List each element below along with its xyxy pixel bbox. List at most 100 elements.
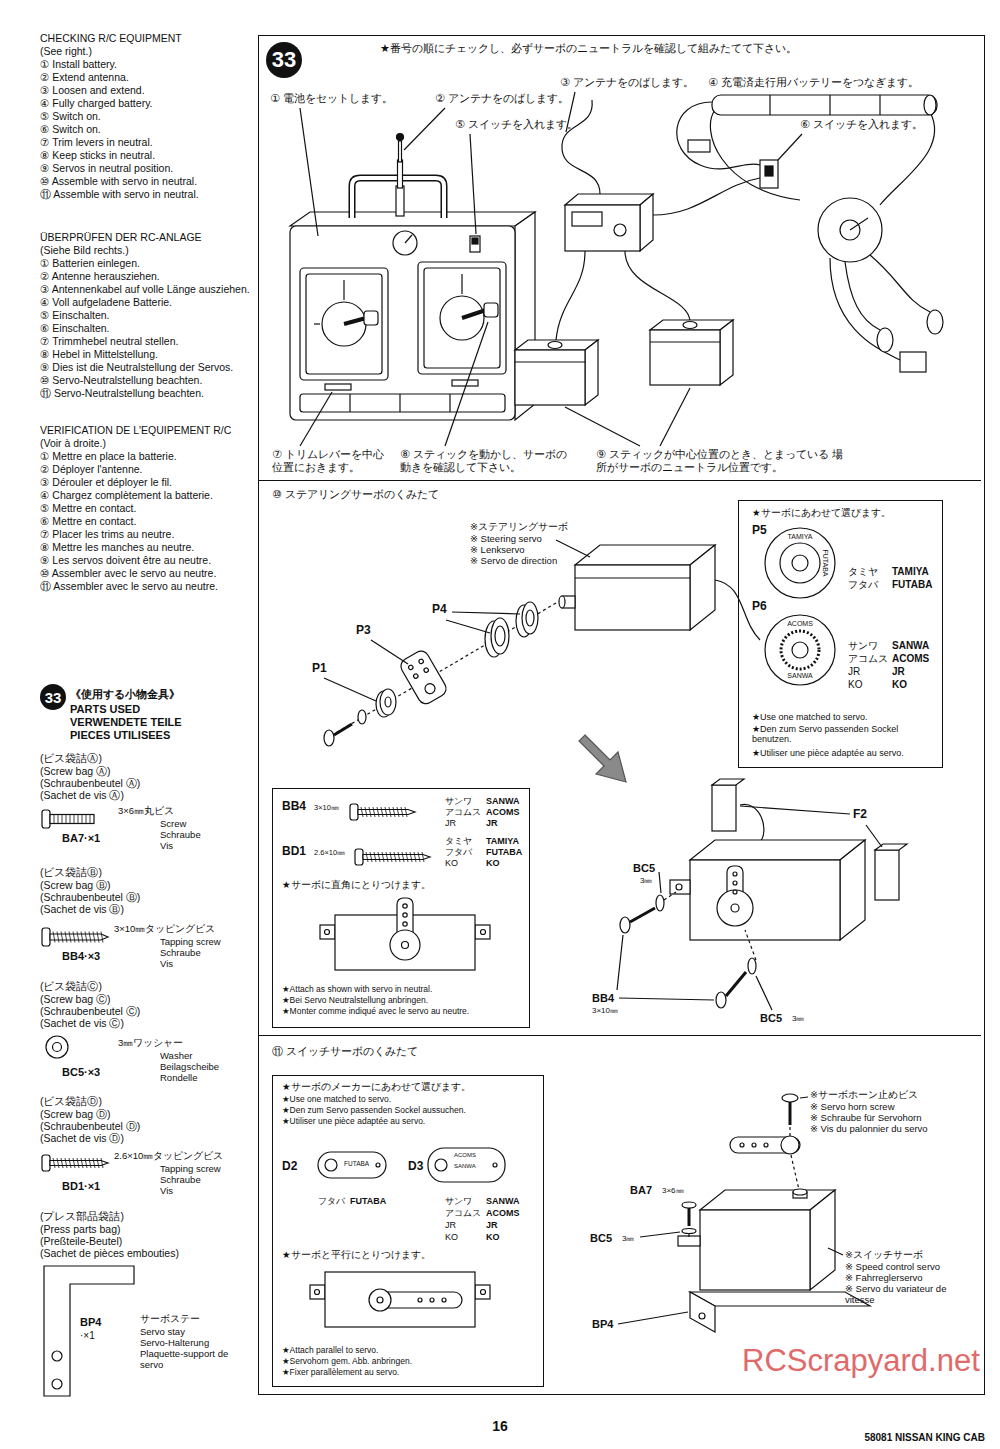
servo-horn	[435, 1159, 447, 1171]
node-text: ★Utiliser une pièce adaptée au servo.	[752, 748, 904, 758]
instruction-line: ① Batterien einlegen.	[40, 257, 252, 270]
switch-servo-assembly	[781, 1136, 799, 1154]
node-text: ★Servohorn gem. Abb. anbringen.	[282, 1357, 412, 1367]
leader-line	[446, 620, 490, 633]
servo-wire	[556, 251, 585, 340]
node-text: P6	[752, 600, 767, 614]
callout-label: (ビス袋詰Ⓐ)	[40, 752, 102, 764]
callout-label: 3×10㎜タッピングビス	[114, 924, 215, 935]
screw-icon	[42, 810, 50, 828]
callout-label: (プレス部品袋詰)	[40, 1210, 124, 1222]
instruction-line: ⑥ Mettre en contact.	[40, 515, 252, 528]
transmitter	[393, 231, 417, 255]
node-text: 2.6×10㎜	[314, 849, 345, 858]
speed-controller	[850, 218, 868, 230]
transmitter	[424, 268, 500, 368]
switch-servo-assembly	[764, 1143, 768, 1147]
node-text: FUTABA	[486, 847, 522, 857]
node-text: ★Fixer parallèlement au servo.	[282, 1368, 399, 1378]
callout-label: Rondelle	[160, 1073, 198, 1084]
leader-line	[778, 134, 802, 160]
instruction-line: ① Mettre en place la batterie.	[40, 450, 252, 463]
servo-assembly	[620, 779, 907, 1008]
transmitter	[343, 280, 344, 300]
step-frame: ★番号の順にチェックし、必ずサーボのニュートラルを確認して組みたてて下さい。33…	[258, 35, 985, 1395]
leader-line	[470, 134, 476, 234]
callout-label: サーボステー	[140, 1314, 200, 1325]
callout-label: ※スイッチサーボ	[845, 1250, 923, 1261]
servo	[650, 330, 720, 385]
servo-assembly	[733, 872, 737, 876]
node-text: TAMIYA	[486, 836, 519, 846]
servo-parallel-view	[315, 1290, 320, 1295]
servo-parallel-view	[310, 1285, 325, 1299]
callout-label: Vis	[160, 959, 173, 970]
servo-saver-disc	[792, 642, 808, 658]
node-text: フタバ	[445, 847, 472, 857]
switch-servo-assembly	[730, 1137, 800, 1153]
step-panel: ⑩ ステアリングサーボのくみたて★サーボにあわせて選びます。P5TAMIYAFU…	[258, 480, 981, 1035]
leader-line	[404, 108, 445, 150]
transmitter	[290, 226, 515, 420]
callout-label: Schraube	[160, 948, 201, 959]
callout-label: 3㎜	[640, 876, 652, 885]
screw-icon	[42, 928, 108, 946]
servo-rear-view	[320, 898, 490, 970]
node-text: SANWA	[486, 796, 520, 806]
parts-icon	[53, 1043, 62, 1052]
instruction-line: ⑤ Switch on.	[40, 110, 252, 123]
servo-rear-view	[403, 922, 407, 926]
callout-label: ⑦ トリムレバーを中心 位置におきます。	[272, 448, 392, 473]
servo-assembly	[670, 880, 690, 894]
servo	[548, 342, 562, 349]
steering-servo	[334, 603, 556, 734]
instruction-line: ④ Voll aufgeladene Batterie.	[40, 296, 252, 309]
instruction-line: ⑤ Einschalten.	[40, 309, 252, 322]
part-number: P1	[312, 662, 327, 676]
callout-label: ※ステアリングサーボ	[470, 522, 568, 533]
instruction-line: (Voir à droite.)	[40, 437, 252, 450]
callout-label: Servo-Halterung	[140, 1338, 209, 1349]
servo-saver-arm	[398, 648, 449, 706]
battery-pack	[924, 95, 936, 115]
battery-pack	[688, 140, 710, 152]
servo-horn	[493, 1163, 497, 1167]
battery-pack	[760, 160, 778, 188]
callout-label: (Screw bag Ⓐ)	[40, 765, 111, 777]
instruction-line: ④ Fully charged battery.	[40, 97, 252, 110]
battery-pack	[765, 166, 773, 176]
instruction-line: ⑦ Trimmhebel neutral stellen.	[40, 335, 252, 348]
instruction-line: ② Antenne herausziehen.	[40, 270, 252, 283]
callout-label: Servo stay	[140, 1327, 185, 1338]
instruction-line: ⑪ Servo-Neutralstellung beachten.	[40, 387, 252, 400]
leader-line	[640, 1232, 680, 1237]
servo-saver-arm	[408, 664, 414, 670]
transmitter	[418, 262, 506, 374]
callout-label: ※ Servo de direction	[470, 556, 557, 567]
instruction-line: ⑧ Hebel in Mittelstellung.	[40, 348, 252, 361]
node-text: FUTABA	[350, 1196, 386, 1206]
callout-label: 2.6×10㎜タッピングビス	[114, 1151, 223, 1162]
servo-horn	[325, 1159, 337, 1171]
node-text: ★Monter comme indiqué avec le servo au n…	[282, 1007, 469, 1017]
servo-wire	[653, 178, 760, 215]
leader-line	[660, 388, 690, 446]
steering-servo	[334, 545, 760, 734]
instruction-line: ⑤ Mettre en contact.	[40, 502, 252, 515]
leader-line	[740, 806, 850, 814]
leader-line	[618, 1097, 843, 1324]
battery-pack	[879, 95, 880, 115]
node-text: ★Use one matched to servo.	[752, 712, 868, 722]
callout-label: (ビス袋詰Ⓑ)	[40, 866, 102, 878]
screw-icon	[42, 810, 94, 828]
transmitter	[290, 212, 535, 226]
node-text: フタバ	[848, 579, 878, 591]
part-number: BB4	[592, 992, 614, 1005]
servo-horn	[318, 1152, 386, 1178]
switch-servo-assembly	[700, 1210, 810, 1290]
switch-servo-assembly	[682, 1229, 696, 1234]
transmitter	[484, 303, 498, 317]
leader-line	[300, 392, 332, 446]
servo-assembly	[630, 908, 655, 922]
node-text: FUTABA	[892, 579, 932, 591]
